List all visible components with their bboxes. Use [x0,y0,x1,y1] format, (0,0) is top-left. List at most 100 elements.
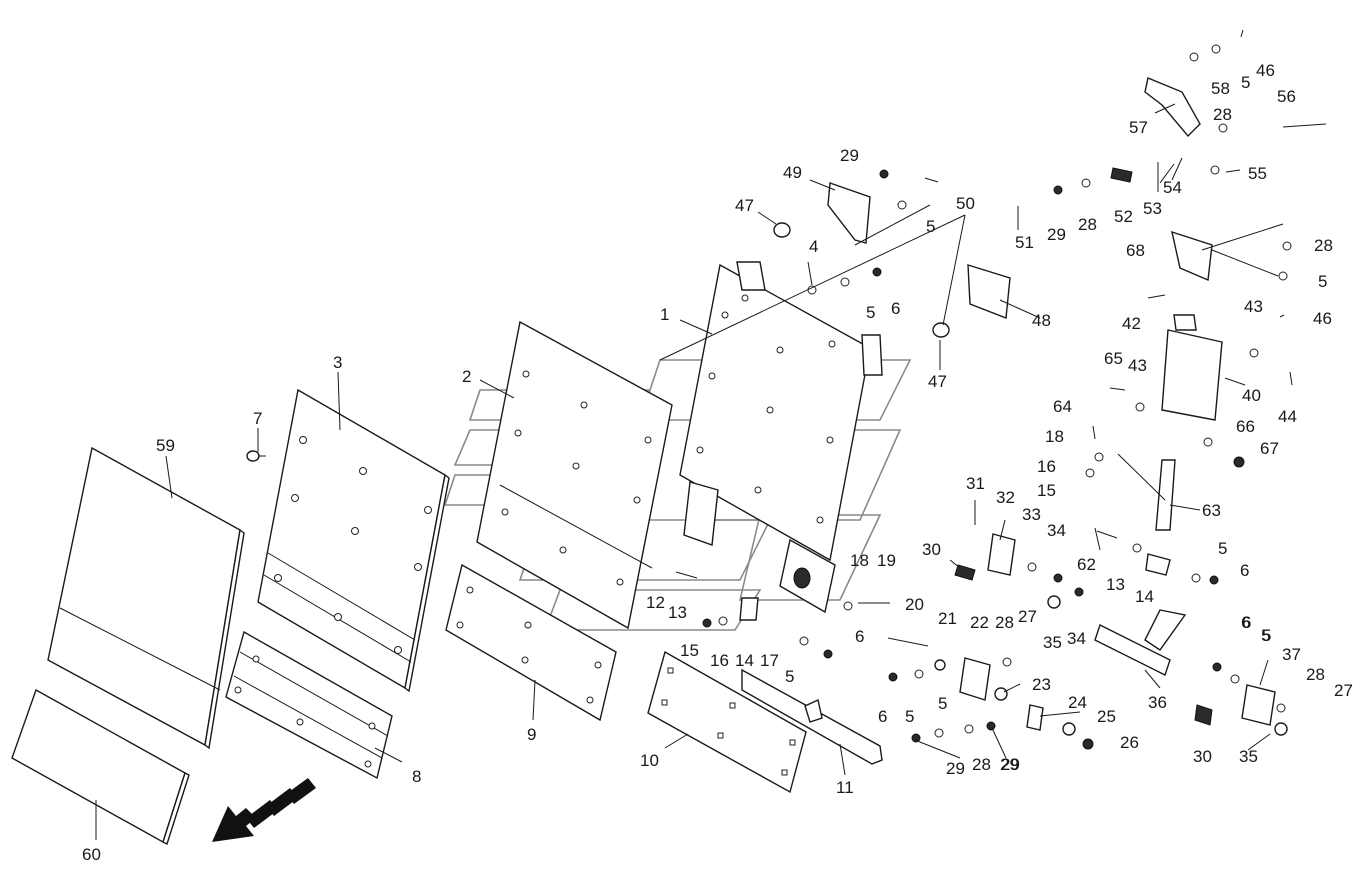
label-36: 36 [1148,693,1167,712]
part-60-panel [11,688,190,845]
label-4: 4 [809,237,818,256]
label-51: 51 [1015,233,1034,252]
label-21: 21 [938,609,957,628]
label-6: 6 [1242,613,1251,632]
label-68: 68 [1126,241,1145,260]
label-13: 13 [668,603,687,622]
label-5: 5 [905,707,914,726]
label-5: 5 [1261,626,1270,645]
label-18: 18 [1045,427,1064,446]
label-6: 6 [1241,613,1250,632]
label-28: 28 [1314,236,1333,255]
label-28: 28 [1213,105,1232,124]
label-47: 47 [735,196,754,215]
direction-arrow-icon [212,778,316,842]
label-46: 46 [1313,309,1332,328]
label-34: 34 [1047,521,1066,540]
part-7-rivet [246,450,266,462]
label-43: 43 [1244,297,1263,316]
label-5: 5 [926,217,935,236]
label-14: 14 [735,651,754,670]
label-47: 47 [928,372,947,391]
label-34: 34 [1067,629,1086,648]
label-28: 28 [1306,665,1325,684]
label-30: 30 [922,540,941,559]
label-55: 55 [1248,164,1267,183]
label-27: 27 [1018,607,1037,626]
label-29: 29 [840,146,859,165]
label-57: 57 [1129,118,1148,137]
label-37: 37 [1282,645,1301,664]
label-5: 5 [785,667,794,686]
label-33: 33 [1022,505,1041,524]
label-16: 16 [710,651,729,670]
label-52: 52 [1114,207,1133,226]
label-29: 29 [946,759,965,778]
label-48: 48 [1032,311,1051,330]
label-16: 16 [1037,457,1056,476]
label-35: 35 [1239,747,1258,766]
label-13: 13 [1106,575,1125,594]
label-19: 19 [877,551,896,570]
label-15: 15 [680,641,699,660]
label-26: 26 [1120,733,1139,752]
label-40: 40 [1242,386,1261,405]
part-59-panel [47,446,245,750]
label-58: 58 [1211,79,1230,98]
label-6: 6 [855,627,864,646]
label-1: 1 [660,305,669,324]
label-10: 10 [640,751,659,770]
part-10-plate [647,650,807,794]
label-65: 65 [1104,349,1123,368]
label-5: 5 [1218,539,1227,558]
part-2-panel [476,320,673,630]
label-35: 35 [1043,633,1062,652]
label-24: 24 [1068,693,1087,712]
label-64: 64 [1053,397,1072,416]
label-30: 30 [1193,747,1212,766]
label-3: 3 [333,353,342,372]
label-31: 31 [966,474,985,493]
label-46: 46 [1256,61,1275,80]
label-66: 66 [1236,417,1255,436]
label-6: 6 [878,707,887,726]
label-7: 7 [253,409,262,428]
label-5: 5 [866,303,875,322]
label-18: 18 [850,551,869,570]
label-25: 25 [1097,707,1116,726]
label-5: 5 [938,694,947,713]
label-49: 49 [783,163,802,182]
label-59: 59 [156,436,175,455]
label-8: 8 [412,767,421,786]
label-28: 28 [995,613,1014,632]
label-5: 5 [1318,272,1327,291]
label-12: 12 [646,593,665,612]
label-60: 60 [82,845,101,864]
label-43: 43 [1128,356,1147,375]
label-44: 44 [1278,407,1297,426]
label-11: 11 [836,778,854,797]
label-14: 14 [1135,587,1154,606]
label-56: 56 [1277,87,1296,106]
label-29: 29 [1047,225,1066,244]
callout-labels: 1 2 3 4 5 5 5 5 5 5 5 5 5 5 6 6 6 6 6 6 … [82,61,1353,864]
label-15: 15 [1037,481,1056,500]
label-67: 67 [1260,439,1279,458]
part-11-bar [741,668,883,765]
part-8-strip [225,630,393,780]
label-27: 27 [1334,681,1353,700]
label-20: 20 [905,595,924,614]
part-9-strip [445,563,617,722]
label-23: 23 [1032,675,1051,694]
label-53: 53 [1143,199,1162,218]
label-6: 6 [891,299,900,318]
label-50: 50 [956,194,975,213]
label-22: 22 [970,613,989,632]
label-28: 28 [972,755,991,774]
label-9: 9 [527,725,536,744]
part-3-panel [257,388,450,693]
label-17: 17 [760,651,779,670]
label-54: 54 [1163,178,1182,197]
hardware-parts [675,29,1327,750]
